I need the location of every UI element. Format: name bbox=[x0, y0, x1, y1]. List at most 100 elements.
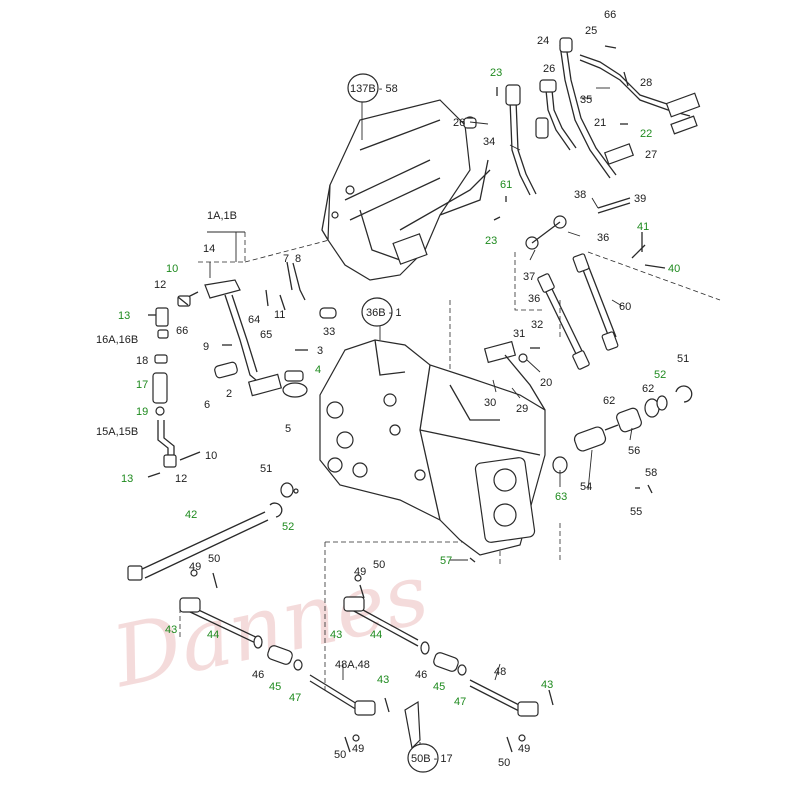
part-label: 49 bbox=[354, 566, 366, 578]
ref-bubble-137b bbox=[347, 73, 379, 103]
part-label: 30 bbox=[484, 397, 496, 409]
part-label: 48A,48 bbox=[335, 659, 370, 671]
part-label: 43 bbox=[541, 679, 553, 691]
part-label: 50 bbox=[373, 559, 385, 571]
part-label: 36 bbox=[528, 293, 540, 305]
part-labels: 66 25 24 23 26 28 35 137B - 58 26 21 22 … bbox=[96, 9, 689, 769]
part-label: 43 bbox=[330, 629, 342, 641]
part-label: 26 bbox=[543, 63, 555, 75]
part-label: 49 bbox=[189, 561, 201, 573]
part-label: 20 bbox=[540, 377, 552, 389]
transmission-case-36b bbox=[319, 339, 546, 556]
part-label: 66 bbox=[176, 325, 188, 337]
part-label: 51 bbox=[677, 353, 689, 365]
part-label: 45 bbox=[269, 681, 281, 693]
part-label: 54 bbox=[580, 481, 592, 493]
leader-lines bbox=[207, 87, 633, 752]
part-label: 46 bbox=[415, 669, 427, 681]
part-label: 22 bbox=[640, 128, 652, 140]
part-label: 34 bbox=[483, 136, 495, 148]
part-label: 66 bbox=[604, 9, 616, 21]
part-label: 38 bbox=[574, 189, 586, 201]
part-label: 12 bbox=[175, 473, 187, 485]
part-label: 27 bbox=[645, 149, 657, 161]
lower-shift-rods bbox=[179, 596, 539, 750]
part-label: 62 bbox=[603, 395, 615, 407]
part-label: 63 bbox=[555, 491, 567, 503]
part-label: 21 bbox=[594, 117, 606, 129]
part-label: 36B - 1 bbox=[366, 307, 401, 319]
part-label: 25 bbox=[585, 25, 597, 37]
part-label: 51 bbox=[260, 463, 272, 475]
part-label: 52 bbox=[282, 521, 294, 533]
part-label: 46 bbox=[252, 669, 264, 681]
part-label: 39 bbox=[634, 193, 646, 205]
part-label: 7 bbox=[283, 253, 289, 265]
part-label: 18 bbox=[136, 355, 148, 367]
part-label: 29 bbox=[516, 403, 528, 415]
ref-bubble-36b bbox=[361, 297, 393, 327]
part-label: 48 bbox=[494, 666, 506, 678]
ref-bubble-50b bbox=[407, 743, 439, 773]
part-label: 24 bbox=[537, 35, 549, 47]
part-label: 49 bbox=[352, 743, 364, 755]
shaft-42 bbox=[127, 482, 294, 581]
part-label: 62 bbox=[642, 383, 654, 395]
part-label: 3 bbox=[317, 345, 323, 357]
part-label: 23 bbox=[490, 67, 502, 79]
part-label: 45 bbox=[433, 681, 445, 693]
part-label: 13 bbox=[121, 473, 133, 485]
part-label: 31 bbox=[513, 328, 525, 340]
part-label: 13 bbox=[118, 310, 130, 322]
part-label: 56 bbox=[628, 445, 640, 457]
part-label: 1A,1B bbox=[207, 210, 237, 222]
part-label: 61 bbox=[500, 179, 512, 191]
part-label: 65 bbox=[260, 329, 272, 341]
part-label: 50 bbox=[334, 749, 346, 761]
part-label: 32 bbox=[531, 319, 543, 331]
clutch-pedal-assembly bbox=[177, 279, 308, 398]
part-label: 5 bbox=[285, 423, 291, 435]
part-label: 36 bbox=[597, 232, 609, 244]
part-label: 44 bbox=[207, 629, 219, 641]
shifter-housing-137b bbox=[321, 99, 491, 281]
part-label: 57 bbox=[440, 555, 452, 567]
small-fasteners bbox=[147, 45, 666, 753]
part-label: 16A,16B bbox=[96, 334, 138, 346]
part-label: 10 bbox=[166, 263, 178, 275]
part-label: 52 bbox=[654, 369, 666, 381]
part-label: 11 bbox=[274, 309, 285, 321]
part-label: 10 bbox=[205, 450, 217, 462]
part-label: 60 bbox=[619, 301, 631, 313]
part-label: 28 bbox=[640, 77, 652, 89]
cross-shaft-assembly bbox=[483, 340, 693, 474]
part-label: 33 bbox=[323, 326, 335, 338]
part-label: 23 bbox=[485, 235, 497, 247]
part-label: 137B - 58 bbox=[350, 83, 398, 95]
part-label: 19 bbox=[136, 406, 148, 418]
part-label: 44 bbox=[370, 629, 382, 641]
part-label: 43 bbox=[165, 624, 177, 636]
part-label: 6 bbox=[204, 399, 210, 411]
part-label: 58 bbox=[645, 467, 657, 479]
part-label: 35 bbox=[580, 94, 592, 106]
part-label: 17 bbox=[136, 379, 148, 391]
upper-shift-rods bbox=[505, 37, 701, 196]
part-label: 9 bbox=[203, 341, 209, 353]
part-label: 50 bbox=[208, 553, 220, 565]
reference-bubbles bbox=[347, 73, 439, 773]
part-label: 50 bbox=[498, 757, 510, 769]
part-label: 47 bbox=[454, 696, 466, 708]
part-label: 26 bbox=[453, 117, 465, 129]
part-label: 40 bbox=[668, 263, 680, 275]
part-label: 42 bbox=[185, 509, 197, 521]
part-label: 50B - 17 bbox=[411, 753, 453, 765]
part-label: 37 bbox=[523, 271, 535, 283]
diagonal-shift-rods bbox=[525, 197, 646, 370]
part-label: 49 bbox=[518, 743, 530, 755]
part-label: 55 bbox=[630, 506, 642, 518]
part-label: 4 bbox=[315, 364, 321, 376]
part-label: 41 bbox=[637, 221, 649, 233]
part-label: 15A,15B bbox=[96, 426, 138, 438]
